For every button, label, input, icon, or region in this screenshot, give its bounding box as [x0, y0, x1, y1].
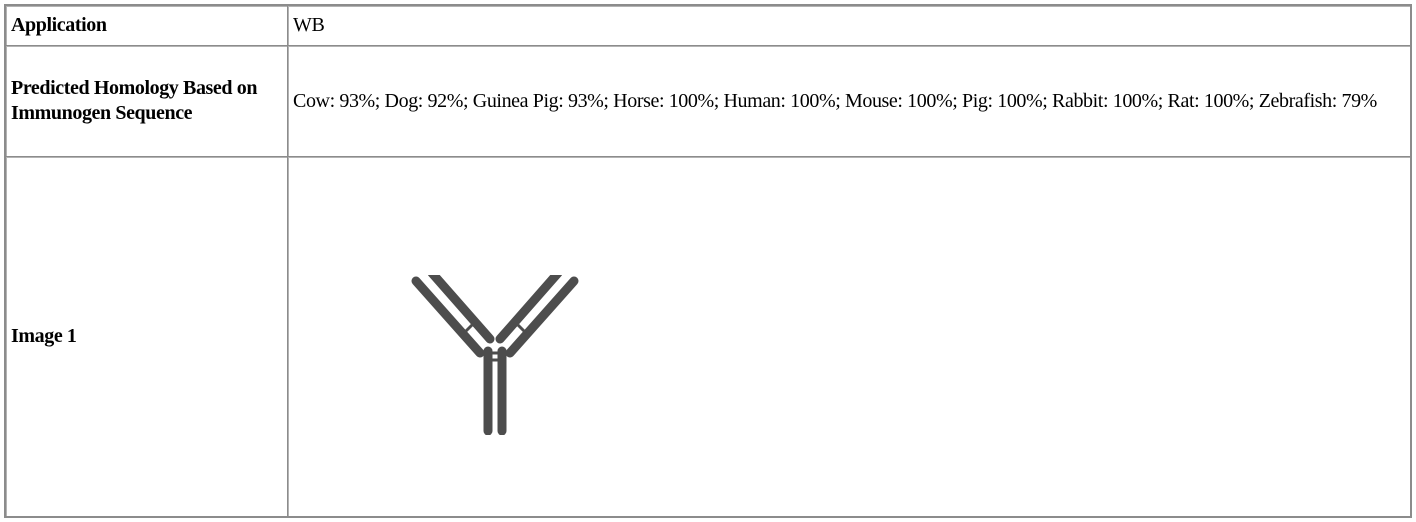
antibody-right-link	[516, 323, 528, 335]
homology-label: Predicted Homology Based on Immunogen Se…	[4, 45, 288, 157]
application-value: WB	[287, 4, 1412, 46]
application-label: Application	[4, 4, 288, 46]
image-cell	[287, 156, 1412, 518]
antibody-right-outer-arm	[505, 276, 579, 358]
antibody-left-outer-arm	[411, 276, 485, 358]
antibody-left-inner-arm	[427, 275, 495, 344]
antibody-left-link	[462, 323, 474, 335]
table-row-image: Image 1	[4, 156, 1412, 518]
antibody-icon	[411, 275, 579, 435]
table-row-application: Application WB	[4, 4, 1412, 46]
image-label: Image 1	[4, 156, 288, 518]
product-spec-table: Application WB Predicted Homology Based …	[4, 4, 1412, 518]
homology-value: Cow: 93%; Dog: 92%; Guinea Pig: 93%; Hor…	[287, 45, 1412, 157]
antibody-right-inner-arm	[495, 275, 563, 344]
table-row-homology: Predicted Homology Based on Immunogen Se…	[4, 45, 1412, 157]
